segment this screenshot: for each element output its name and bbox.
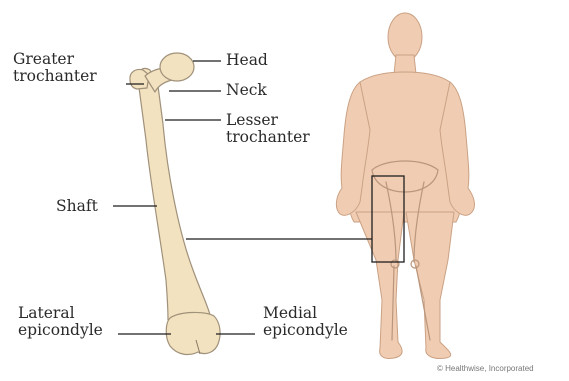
figure-right-leg (406, 212, 454, 359)
femur-shaft (138, 68, 211, 320)
figure-left-leg (356, 212, 404, 359)
copyright-credit: © Healthwise, Incorporated (437, 364, 534, 373)
femur-head (160, 53, 194, 81)
human-figure (336, 13, 474, 359)
femur-condyles (166, 312, 220, 354)
figure-head (388, 13, 422, 61)
label-lesser-trochanter: Lesser trochanter (226, 112, 310, 146)
label-head: Head (226, 52, 268, 69)
femur-greater-trochanter (130, 69, 149, 89)
label-neck: Neck (226, 82, 267, 99)
label-lateral-epicondyle: Lateral epicondyle (18, 305, 103, 339)
label-medial-epicondyle: Medial epicondyle (263, 305, 348, 339)
figure-neck (394, 55, 416, 74)
label-shaft: Shaft (56, 198, 98, 215)
femur-bone (130, 53, 220, 354)
label-greater-trochanter: Greater trochanter (13, 51, 97, 85)
